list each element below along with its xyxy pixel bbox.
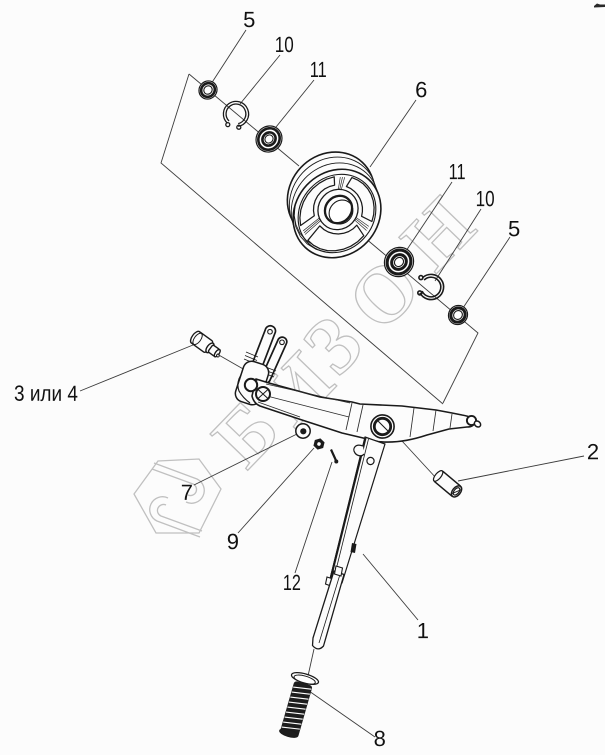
- svg-text:8: 8: [374, 726, 386, 751]
- svg-text:2: 2: [587, 439, 599, 464]
- svg-text:1: 1: [417, 618, 429, 643]
- svg-text:9: 9: [227, 529, 239, 554]
- svg-text:6: 6: [415, 77, 427, 102]
- svg-text:11: 11: [310, 57, 327, 82]
- svg-text:10: 10: [275, 32, 294, 57]
- svg-text:11: 11: [449, 159, 466, 184]
- svg-text:10: 10: [476, 186, 495, 211]
- svg-text:3 или 4: 3 или 4: [14, 381, 78, 406]
- svg-text:5: 5: [508, 216, 520, 241]
- svg-text:7: 7: [181, 480, 193, 505]
- svg-text:12: 12: [283, 570, 301, 595]
- svg-text:5: 5: [243, 7, 255, 32]
